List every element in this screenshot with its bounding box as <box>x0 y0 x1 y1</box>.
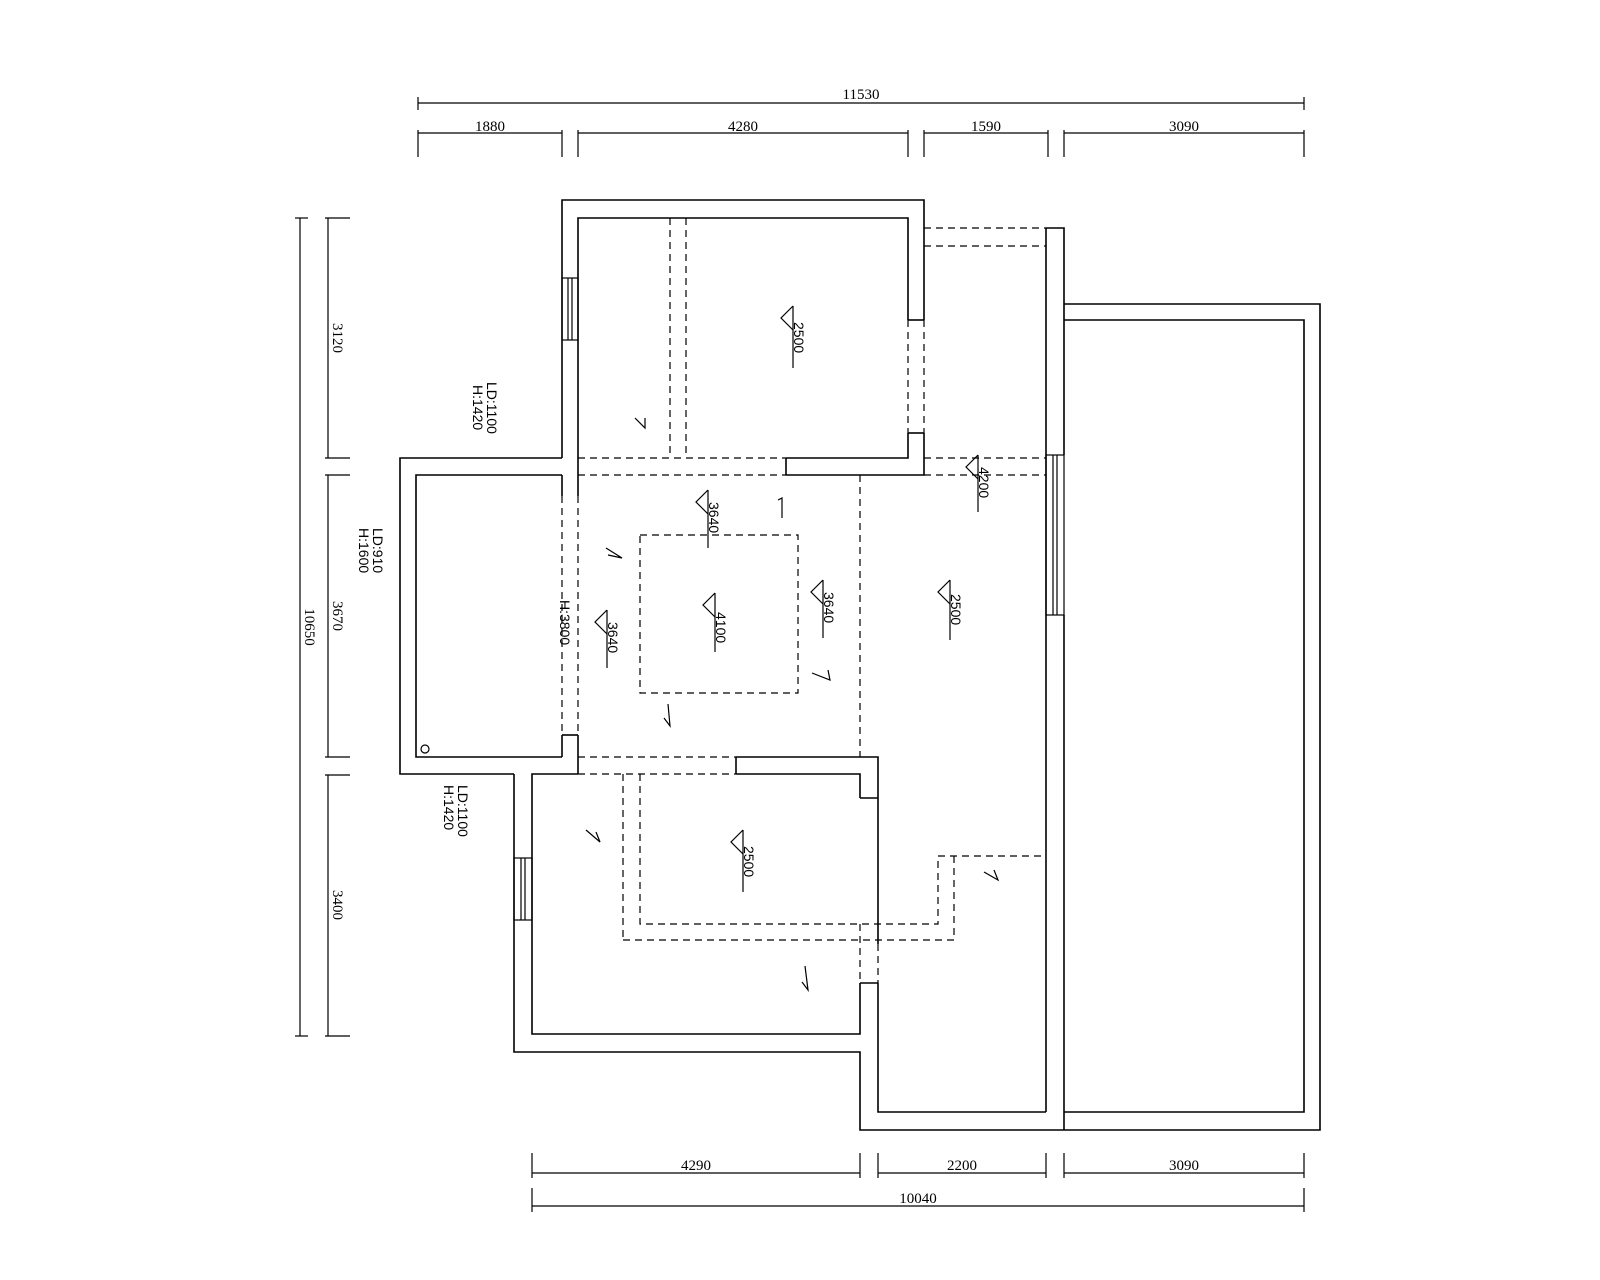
fixture-ticks <box>585 417 1000 993</box>
window-label-lower-ld: LD:1100 <box>455 785 471 837</box>
height-corridor: 4200 <box>976 467 992 498</box>
height-center-top: 3640 <box>706 502 722 533</box>
dim-top-1: 1880 <box>475 119 505 135</box>
ceiling-lines <box>561 218 1046 983</box>
height-marker-center-right: 3640 <box>810 579 837 638</box>
dim-left-2: 3670 <box>329 601 345 631</box>
windows <box>513 277 1065 921</box>
height-marker-center: 4100 <box>702 592 729 652</box>
height-markers: 2500 4200 3640 3640 3640 4100 <box>594 305 992 892</box>
window-label-lower-h: H:1420 <box>441 785 457 830</box>
opening-label: H:3800 <box>557 600 573 645</box>
height-center-left: 3640 <box>605 622 621 653</box>
dim-top-3: 1590 <box>971 119 1001 135</box>
height-marker-right-area: 2500 <box>937 579 964 640</box>
dim-top-total: 11530 <box>843 87 880 103</box>
window-label-middle-ld: LD:910 <box>370 528 386 573</box>
bottom-dimensions: 4290 2200 3090 10040 <box>531 1153 1305 1212</box>
dim-left-1: 3120 <box>329 323 345 353</box>
height-top-room: 2500 <box>791 322 807 353</box>
dim-left-3: 3400 <box>329 890 345 920</box>
dim-bottom-3: 3090 <box>1169 1158 1199 1174</box>
height-center-right: 3640 <box>821 592 837 623</box>
height-center: 4100 <box>713 612 729 643</box>
height-marker-bottom-room: 2500 <box>730 829 757 892</box>
height-marker-corridor: 4200 <box>965 454 992 512</box>
height-marker-center-left: 3640 <box>594 609 621 668</box>
dim-top-2: 4280 <box>728 119 758 135</box>
window-label-middle-h: H:1600 <box>356 528 372 573</box>
window-labels: LD:1100 H:1420 LD:910 H:1600 LD:1100 H:1… <box>356 382 573 837</box>
dim-left-total: 10650 <box>301 608 317 646</box>
left-dimensions: 10650 3120 3670 3400 <box>295 217 350 1037</box>
top-dimensions: 11530 1880 4280 1590 3090 <box>417 87 1305 157</box>
dim-bottom-1: 4290 <box>681 1158 711 1174</box>
height-marker-top-room: 2500 <box>780 305 807 368</box>
window-label-upper-h: H:1420 <box>470 385 486 430</box>
walls <box>399 199 1321 1131</box>
dim-bottom-total: 10040 <box>899 1191 937 1207</box>
window-label-upper-ld: LD:1100 <box>484 382 500 434</box>
dim-bottom-2: 2200 <box>947 1158 977 1174</box>
dim-top-4: 3090 <box>1169 119 1199 135</box>
height-bottom-room: 2500 <box>741 846 757 877</box>
height-right-area: 2500 <box>948 594 964 625</box>
height-marker-center-top: 3640 <box>695 489 722 548</box>
